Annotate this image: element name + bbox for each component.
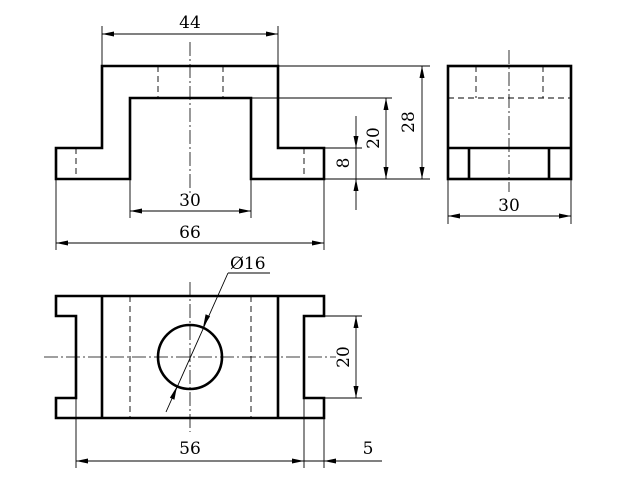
dim-44: 44: [179, 13, 201, 33]
dim-30-inner: 30: [179, 191, 201, 211]
dim-66: 66: [179, 223, 201, 243]
side-view: 30: [446, 50, 573, 224]
dim-5: 5: [363, 439, 374, 459]
front-view: 44 30 66 28 20 8: [54, 13, 430, 250]
dim-56: 56: [179, 439, 201, 459]
side-outline: [446, 64, 573, 181]
top-view: Ø16 20 56 5: [44, 254, 382, 468]
dim-8: 8: [334, 158, 354, 169]
dim-diameter-16: Ø16: [230, 254, 266, 274]
dim-20-top: 20: [334, 346, 354, 368]
dim-20-front: 20: [364, 127, 384, 149]
dim-28: 28: [399, 111, 419, 133]
dim-30-side: 30: [498, 196, 520, 216]
